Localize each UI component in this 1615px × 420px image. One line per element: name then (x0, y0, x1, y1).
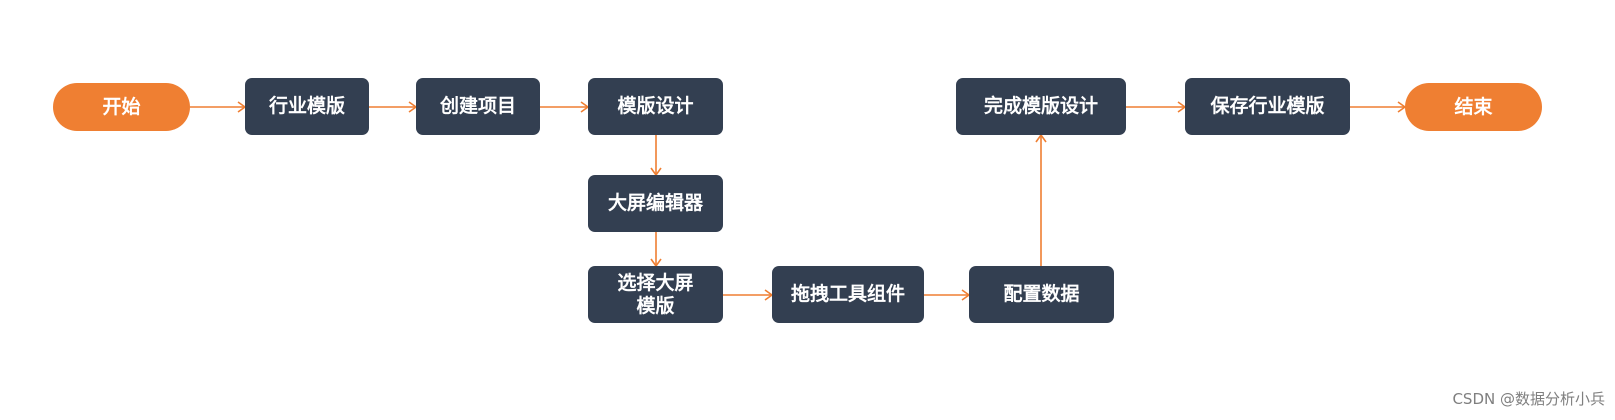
start-node: 开始 (53, 83, 190, 131)
end-node: 结束 (1405, 83, 1542, 131)
connector-arrowhead-8 (1035, 133, 1047, 143)
save-industry-template-node: 保存行业模版 (1185, 78, 1350, 135)
template-design-node: 模版设计 (588, 78, 723, 135)
drag-tool-components-node: 拖拽工具组件 (772, 266, 924, 323)
create-project-node: 创建项目 (416, 78, 540, 135)
watermark: CSDN @数据分析小兵 (1452, 390, 1605, 408)
industry-template-node: 行业模版 (245, 78, 369, 135)
finish-template-design-node: 完成模版设计 (956, 78, 1126, 135)
select-screen-template-node: 选择大屏 模版 (588, 266, 723, 323)
screen-editor-node: 大屏编辑器 (588, 175, 723, 232)
configure-data-node: 配置数据 (969, 266, 1114, 323)
